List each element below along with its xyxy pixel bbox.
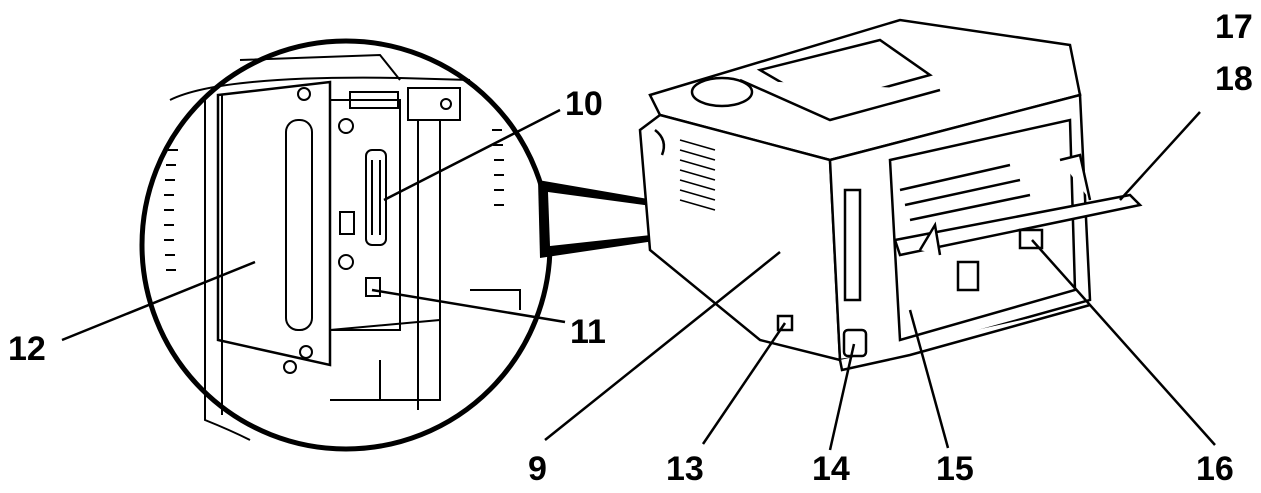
- leader-17: [1119, 111, 1201, 201]
- leader-16: [1031, 239, 1216, 446]
- leader-lines: [61, 108, 1216, 451]
- callout-10: 10: [565, 85, 603, 123]
- callout-11: 11: [570, 313, 606, 351]
- leader-10: [383, 108, 561, 202]
- callout-17: 17: [1215, 8, 1253, 46]
- callout-12: 12: [8, 330, 46, 368]
- leader-15: [908, 309, 950, 449]
- callout-15: 15: [936, 450, 974, 488]
- callout-9: 9: [528, 450, 547, 488]
- leader-12: [61, 260, 256, 342]
- printer-body: [638, 18, 1143, 372]
- callout-13: 13: [666, 450, 704, 488]
- callout-18: 18: [1215, 60, 1253, 98]
- leader-9: [544, 251, 781, 441]
- callout-14: 14: [812, 450, 850, 488]
- callout-labels: 9 10 11 12 13 14 15 16 17 18: [8, 8, 1253, 488]
- callout-16: 16: [1196, 450, 1234, 488]
- leader-11: [371, 288, 566, 324]
- leader-14: [828, 343, 856, 451]
- leader-13: [701, 322, 787, 445]
